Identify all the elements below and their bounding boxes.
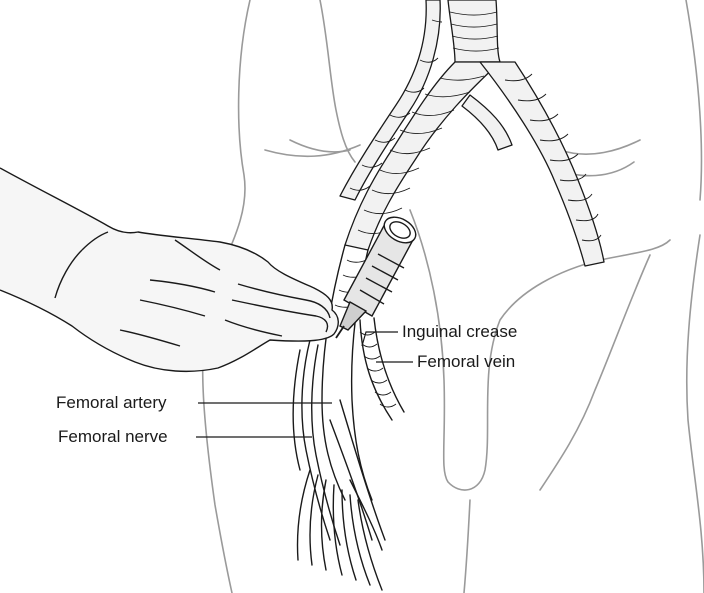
gloved-hand (0, 168, 338, 371)
label-inguinal-crease: Inguinal crease (402, 322, 517, 342)
label-femoral-artery: Femoral artery (56, 393, 167, 413)
leader-inguinal-crease (362, 332, 398, 346)
iliac-vessels (340, 0, 604, 266)
label-femoral-nerve: Femoral nerve (58, 427, 168, 447)
syringe (336, 212, 420, 338)
label-femoral-vein: Femoral vein (417, 352, 515, 372)
